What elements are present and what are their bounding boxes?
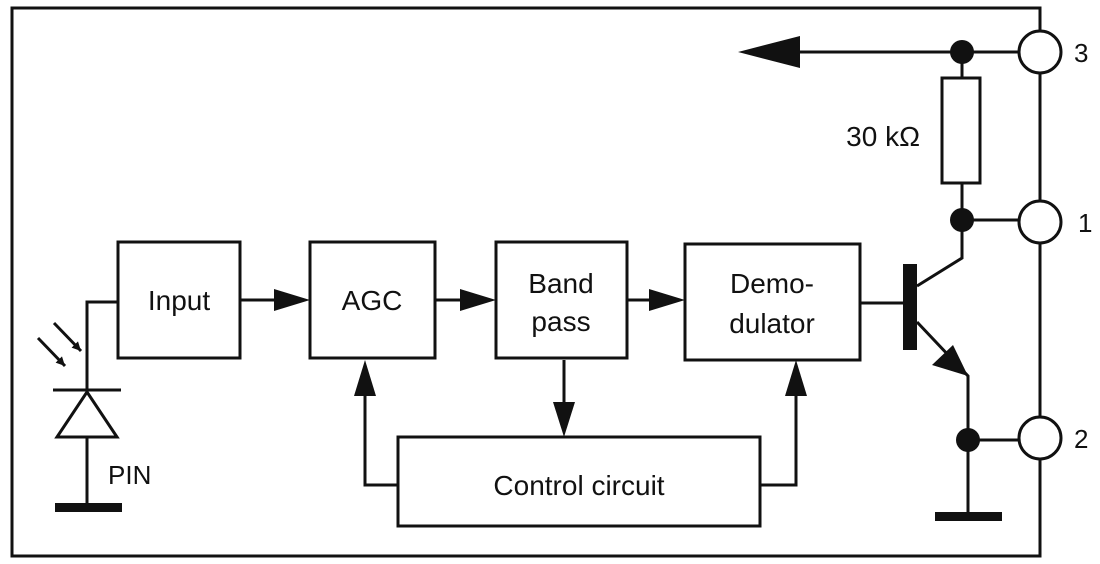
arrowhead-control — [553, 402, 575, 437]
junction-pin1 — [950, 208, 974, 232]
pin-1-number: 1 — [1078, 208, 1092, 238]
pin-1-terminal — [1017, 199, 1063, 245]
arrowhead-agc — [274, 289, 310, 311]
photodiode-icon — [54, 389, 120, 439]
arrowhead-demod-feedback — [785, 360, 807, 396]
pin-3-number: 3 — [1074, 38, 1088, 68]
demodulator-block — [683, 242, 862, 362]
output-arrowhead — [738, 36, 800, 68]
junction-pin3 — [950, 40, 974, 64]
diode-wire — [85, 300, 118, 390]
pin-2-terminal — [1017, 415, 1063, 461]
collector-wire — [916, 220, 964, 288]
bandpass-label-line2: pass — [531, 306, 590, 337]
pin-2-number: 2 — [1074, 424, 1088, 454]
junction-pin2 — [956, 428, 980, 452]
arrowhead-bandpass — [460, 289, 496, 311]
agc-label: AGC — [342, 285, 403, 316]
input-block — [116, 240, 242, 360]
agc-block — [308, 240, 437, 360]
housing-frame — [10, 6, 1042, 558]
control-to-agc-wire — [363, 390, 398, 487]
control-circuit-label: Control circuit — [493, 470, 664, 501]
demodulator-label-line1: Demo- — [730, 268, 814, 299]
light-arrow-1 — [36, 336, 67, 368]
diode-ground-bar — [55, 503, 122, 512]
control-circuit-block — [396, 435, 762, 528]
demodulator-label-line2: dulator — [729, 308, 815, 339]
ground-bar — [935, 512, 1002, 521]
bandpass-block — [494, 240, 629, 360]
arrowhead-agc-feedback — [354, 360, 376, 396]
bandpass-label-line1: Band — [528, 268, 593, 299]
resistor — [940, 76, 982, 185]
arrowhead-demod — [649, 289, 685, 311]
pin-3-terminal — [1017, 29, 1063, 75]
pin-label: PIN — [108, 460, 151, 490]
control-to-demod-wire — [760, 390, 798, 487]
light-arrow-2 — [52, 321, 83, 353]
emitter-arrowhead — [932, 345, 968, 376]
transistor-base-bar — [903, 264, 917, 350]
input-label: Input — [148, 285, 210, 316]
emitter-wire — [915, 320, 970, 440]
resistor-value-label: 30 kΩ — [846, 121, 920, 152]
